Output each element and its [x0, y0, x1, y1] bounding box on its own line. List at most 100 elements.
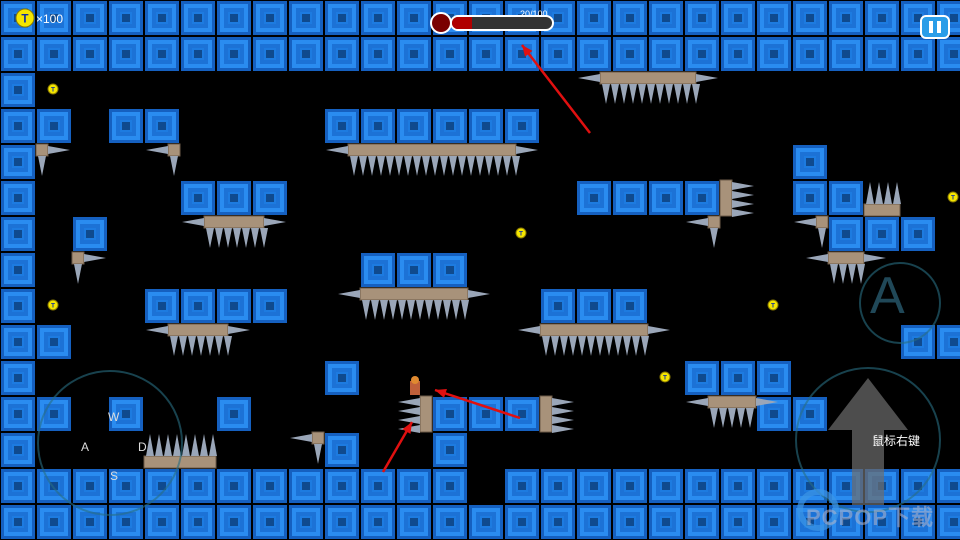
annotation-arrow: [434, 388, 521, 420]
spike-platform: [359, 287, 469, 301]
spike: [215, 336, 223, 356]
spike: [884, 182, 892, 204]
spike: [857, 264, 865, 284]
spike: [602, 84, 610, 104]
key-w[interactable]: W: [108, 410, 120, 424]
spike: [485, 156, 493, 176]
spike: [648, 326, 670, 334]
spike: [542, 336, 550, 356]
wall-tile: [109, 397, 143, 431]
spike: [875, 182, 883, 204]
wall-tile: [577, 469, 611, 503]
spike: [518, 326, 540, 334]
spike: [398, 416, 420, 424]
wall-tile: [181, 289, 215, 323]
spike: [449, 156, 457, 176]
wall-tile: [217, 1, 251, 35]
spike-platform: [311, 431, 325, 445]
wall-tile: [361, 253, 395, 287]
wall-tile: [253, 469, 287, 503]
watermark: PCPOP下载: [806, 505, 935, 530]
spike-platform: [539, 323, 649, 337]
spike-platform: [347, 143, 517, 157]
spike: [476, 156, 484, 176]
spike: [326, 146, 348, 154]
wall-tile: [937, 37, 960, 71]
spike: [380, 300, 388, 320]
spike: [398, 398, 420, 406]
spike: [732, 182, 754, 190]
spike: [848, 264, 856, 284]
spike: [674, 84, 682, 104]
wall-tile: [1, 145, 35, 179]
wall-tile: [253, 505, 287, 539]
spike: [264, 218, 286, 226]
coin-icon: [47, 83, 59, 95]
spike: [338, 290, 360, 298]
wall-tile: [613, 505, 647, 539]
wall-tile: [469, 109, 503, 143]
spike: [569, 336, 577, 356]
wall-tile: [1, 397, 35, 431]
spike: [578, 74, 600, 82]
spike: [686, 218, 708, 226]
spike: [224, 228, 232, 248]
spike: [864, 254, 886, 262]
spike: [560, 336, 568, 356]
coin-icon: [15, 8, 35, 28]
wall-tile: [217, 37, 251, 71]
spike: [440, 156, 448, 176]
spike: [893, 182, 901, 204]
wall-tile: [829, 1, 863, 35]
action-button[interactable]: A: [870, 267, 905, 325]
wall-tile: [577, 1, 611, 35]
key-s[interactable]: S: [110, 469, 119, 483]
pause-button[interactable]: [920, 15, 950, 39]
spike: [614, 336, 622, 356]
spike: [179, 336, 187, 356]
spike: [206, 228, 214, 248]
coin-count: ×100: [36, 12, 64, 26]
wall-tile: [1, 433, 35, 467]
spike: [188, 336, 196, 356]
wall-tile: [253, 289, 287, 323]
coin-glyph: T: [519, 231, 523, 238]
spike: [407, 300, 415, 320]
wall-tile: [757, 505, 791, 539]
spike: [552, 407, 574, 415]
spike: [552, 398, 574, 406]
spike: [756, 398, 778, 406]
wall-tile: [649, 505, 683, 539]
spike-platform: [815, 215, 829, 229]
wall-tile: [541, 37, 575, 71]
player-character: [410, 381, 420, 395]
key-d[interactable]: D: [138, 440, 147, 454]
wall-tile: [721, 1, 755, 35]
coin-icon: [947, 191, 959, 203]
arrow-up-icon: [828, 378, 908, 505]
wall-tile: [793, 145, 827, 179]
key-a[interactable]: A: [81, 440, 90, 454]
wall-tile: [505, 505, 539, 539]
wall-tile: [649, 469, 683, 503]
spike: [146, 434, 154, 456]
spike: [233, 228, 241, 248]
wall-tile: [1, 253, 35, 287]
spike: [794, 218, 816, 226]
wall-tile: [325, 433, 359, 467]
wall-tile: [685, 1, 719, 35]
wall-tile: [1, 37, 35, 71]
wall-tile: [181, 37, 215, 71]
spike: [512, 156, 520, 176]
health-icon: [430, 12, 452, 34]
wall-tile: [217, 469, 251, 503]
spike: [468, 290, 490, 298]
wall-tile: [685, 469, 719, 503]
spike: [164, 434, 172, 456]
spike: [647, 84, 655, 104]
wall-tile: [613, 289, 647, 323]
wall-tile: [217, 505, 251, 539]
wall-tile: [685, 505, 719, 539]
